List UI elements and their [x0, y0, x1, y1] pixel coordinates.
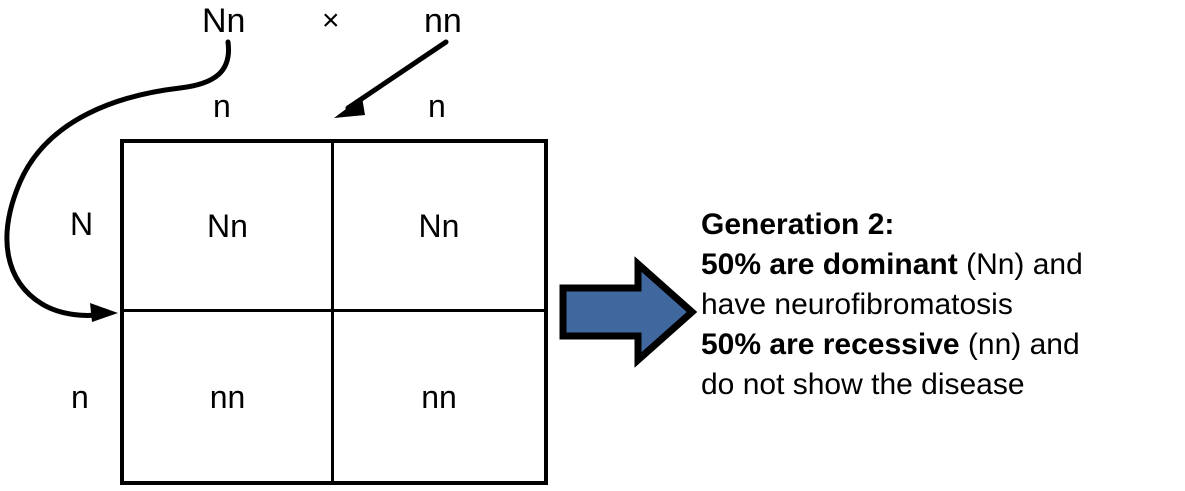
mother-genotype-label: Nn	[202, 2, 246, 40]
conclusion-line-4: do not show the disease	[701, 368, 1025, 401]
conclusion-line-3-rest: (nn) and	[959, 328, 1080, 361]
punnett-cell-r0c1: Nn	[334, 143, 544, 312]
result-block-arrow-icon	[559, 256, 698, 368]
punnett-cell-text: nn	[421, 378, 457, 415]
conclusion-line-1-bold: 50% are dominant	[701, 248, 958, 281]
conclusion-heading: Generation 2:	[701, 205, 1179, 245]
punnett-cell-r1c0: nn	[124, 312, 334, 481]
column-gamete-label-0: n	[213, 88, 231, 124]
punnett-cell-text: nn	[209, 378, 246, 415]
conclusion-line-3: 50% are recessive (nn) and	[701, 325, 1179, 365]
conclusion-heading-text: Generation 2:	[701, 208, 895, 241]
conclusion-line-1: 50% are dominant (Nn) and	[701, 245, 1179, 285]
row-gamete-label-0: N	[70, 206, 94, 242]
punnett-cell-text: Nn	[418, 208, 460, 244]
row-gamete-label-1: n	[71, 379, 89, 415]
punnett-cell-r0c0: Nn	[124, 143, 334, 312]
father-genotype-label: nn	[424, 2, 462, 40]
punnett-cell-text: Nn	[207, 208, 248, 244]
punnett-grid: Nn Nn nn nn	[120, 139, 548, 485]
column-gamete-label-1: n	[428, 88, 446, 124]
cross-multiplication-symbol: ×	[322, 4, 340, 37]
conclusion-line-3-bold: 50% are recessive	[701, 328, 960, 361]
conclusion-line-1-rest: (Nn) and	[957, 248, 1083, 281]
conclusion-text-block: Generation 2: 50% are dominant (Nn) and …	[701, 205, 1179, 405]
conclusion-line-2: have neurofibromatosis	[701, 288, 1013, 321]
punnett-cell-r1c1: nn	[334, 312, 544, 481]
